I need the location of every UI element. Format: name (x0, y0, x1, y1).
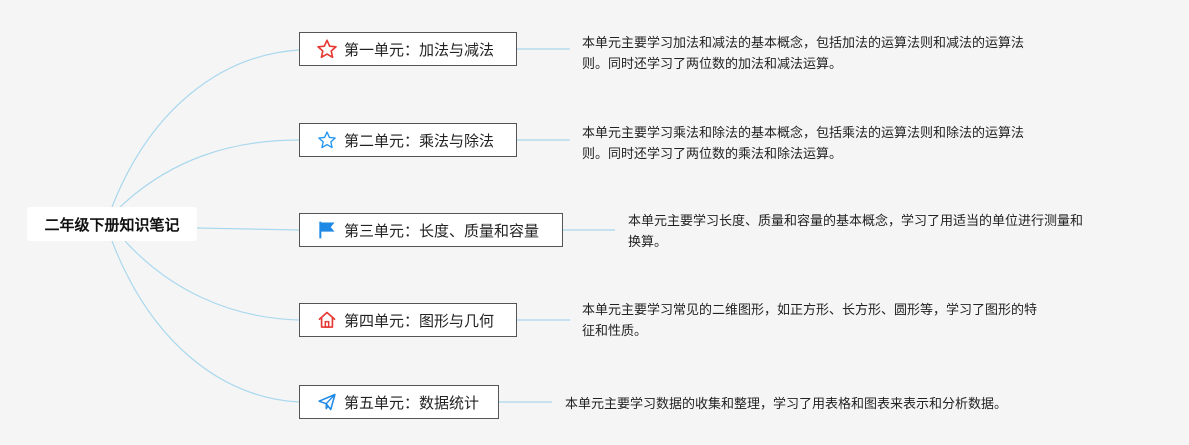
root-topic-label: 二年级下册知识笔记 (44, 215, 180, 234)
note-unit-3-line-2: 换算。 (628, 235, 668, 250)
note-unit-2-line-2: 则。同时还学习了两位数的乘法和除法运算。 (582, 147, 843, 162)
topic-unit-2[interactable]: 第二单元：乘法与除法 (299, 123, 517, 157)
note-unit-2: 本单元主要学习乘法和除法的基本概念，包括乘法的运算法则和除法的运算法 则。同时还… (582, 123, 1025, 165)
note-unit-3: 本单元主要学习长度、质量和容量的基本概念，学习了用适当的单位进行测量和 换算。 (628, 211, 1084, 253)
note-unit-4-line-1: 本单元主要学习常见的二维图形，如正方形、长方形、圆形等，学习了图形的特 (582, 303, 1038, 318)
note-unit-3-line-1: 本单元主要学习长度、质量和容量的基本概念，学习了用适当的单位进行测量和 (628, 214, 1084, 229)
topic-unit-3-label: 第三单元：长度、质量和容量 (344, 221, 540, 240)
star-outline-red-icon (316, 38, 338, 60)
topic-unit-2-label: 第二单元：乘法与除法 (344, 131, 495, 150)
home-icon (316, 309, 338, 331)
note-unit-4-line-2: 征和性质。 (582, 324, 648, 339)
topic-unit-1-label: 第一单元：加法与减法 (344, 40, 495, 59)
note-unit-5-line-1: 本单元主要学习数据的收集和整理，学习了用表格和图表来表示和分析数据。 (565, 397, 1008, 412)
note-unit-2-line-1: 本单元主要学习乘法和除法的基本概念，包括乘法的运算法则和除法的运算法 (582, 126, 1025, 141)
note-unit-1-line-1: 本单元主要学习加法和减法的基本概念，包括加法的运算法则和减法的运算法 (582, 36, 1025, 51)
topic-unit-3[interactable]: 第三单元：长度、质量和容量 (299, 213, 563, 247)
topic-unit-4-label: 第四单元：图形与几何 (344, 311, 495, 330)
topic-unit-5[interactable]: 第五单元：数据统计 (299, 385, 499, 419)
note-unit-1: 本单元主要学习加法和减法的基本概念，包括加法的运算法则和减法的运算法 则。同时还… (582, 33, 1025, 75)
note-unit-4: 本单元主要学习常见的二维图形，如正方形、长方形、圆形等，学习了图形的特 征和性质… (582, 300, 1038, 342)
paper-plane-icon (316, 391, 338, 413)
flag-icon (316, 219, 338, 241)
star-outline-blue-icon (316, 129, 338, 151)
topic-unit-1[interactable]: 第一单元：加法与减法 (299, 32, 517, 66)
root-topic[interactable]: 二年级下册知识笔记 (27, 207, 197, 241)
note-unit-5: 本单元主要学习数据的收集和整理，学习了用表格和图表来表示和分析数据。 (565, 394, 1008, 415)
topic-unit-4[interactable]: 第四单元：图形与几何 (299, 303, 517, 337)
topic-unit-5-label: 第五单元：数据统计 (344, 393, 480, 412)
note-unit-1-line-2: 则。同时还学习了两位数的加法和减法运算。 (582, 57, 843, 72)
